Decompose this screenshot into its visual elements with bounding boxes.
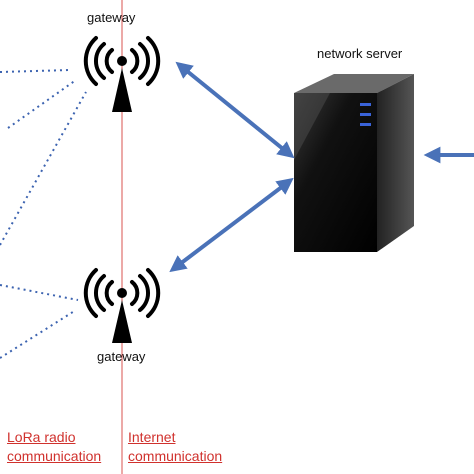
lora-caption-line2: communication <box>7 448 102 464</box>
server-icon <box>294 74 414 252</box>
lora-link <box>0 69 71 73</box>
lora-link <box>0 284 79 301</box>
lora-caption: LoRa radio communication <box>7 428 101 466</box>
internet-links <box>169 61 474 273</box>
server-led <box>360 103 371 106</box>
lora-link <box>7 79 77 129</box>
lora-link <box>0 91 87 246</box>
server-led <box>360 123 371 126</box>
lora-links <box>0 69 87 359</box>
lora-link <box>0 309 77 359</box>
internet-caption: Internet communication <box>128 428 222 466</box>
gateway-bottom-label: gateway <box>97 349 146 364</box>
gateway-top-label: gateway <box>87 10 136 25</box>
link-arrow-bottom-gateway <box>169 177 294 273</box>
link-arrow-top-gateway <box>175 61 295 159</box>
internet-caption-line1: Internet <box>128 429 176 445</box>
lora-caption-line1: LoRa radio <box>7 429 76 445</box>
network-server-label: network server <box>317 46 403 61</box>
antenna-icon <box>83 36 161 112</box>
internet-caption-line2: communication <box>128 448 223 464</box>
antenna-icon <box>83 268 161 343</box>
server-led <box>360 113 371 116</box>
